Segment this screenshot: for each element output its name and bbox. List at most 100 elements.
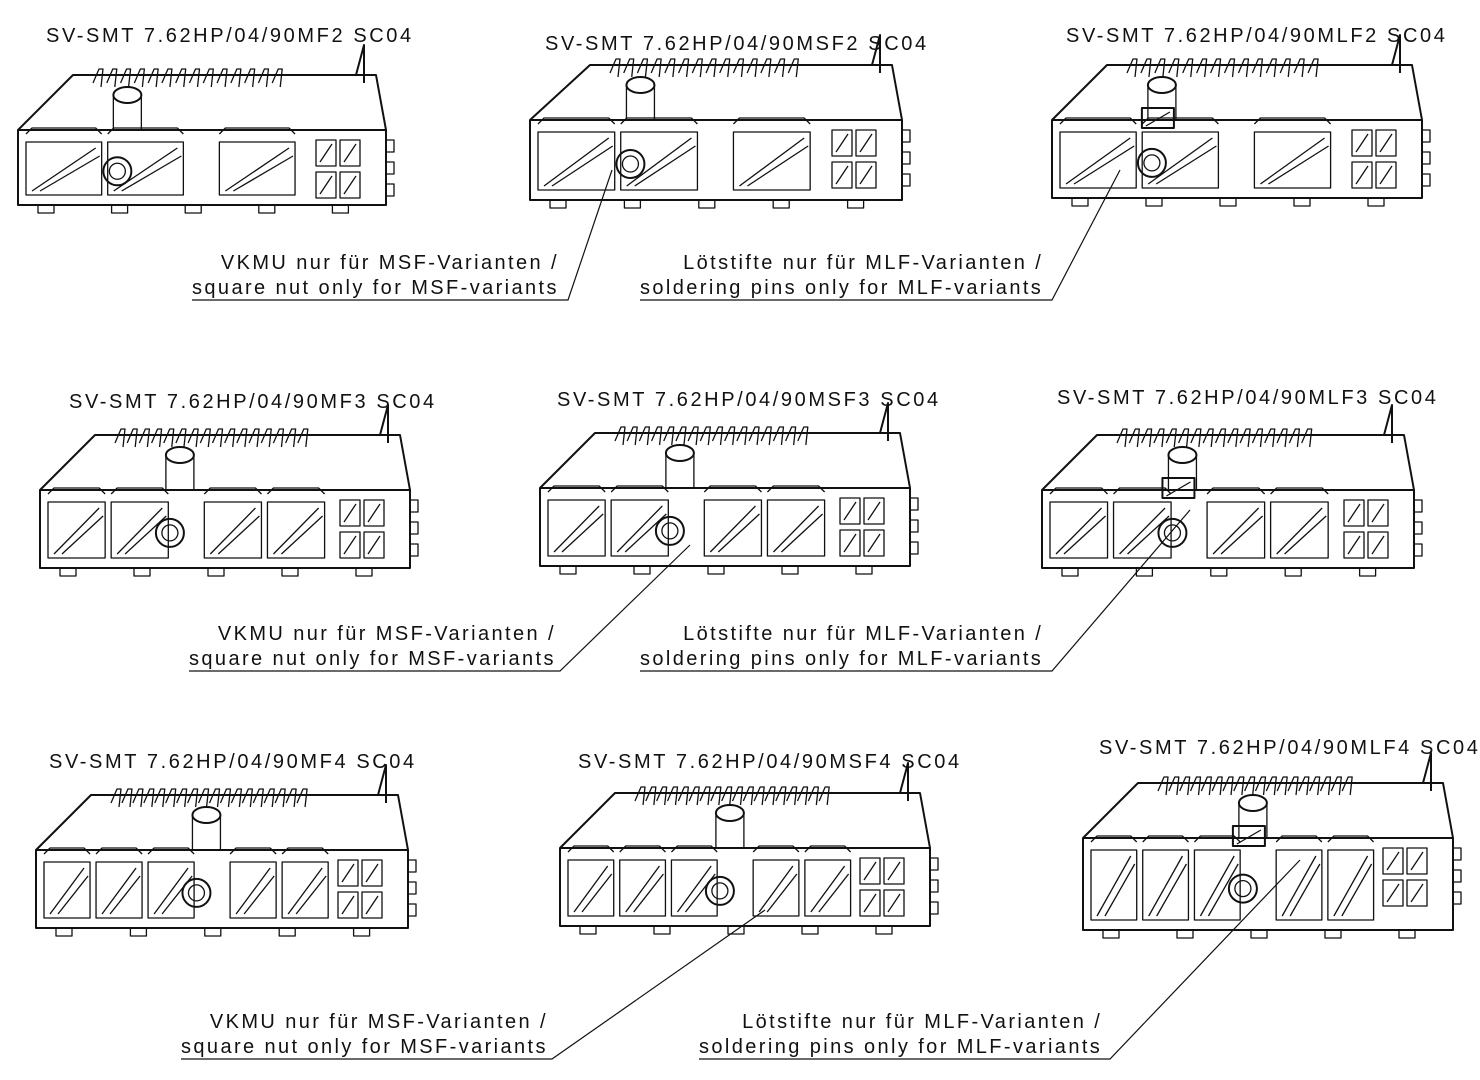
foot <box>727 926 745 935</box>
chamber-hatch <box>581 873 613 913</box>
callout-mlf-row3: Lötstifte nur für MLF-Varianten / solder… <box>699 1010 1102 1060</box>
chamber-hatch <box>1289 863 1321 917</box>
flange-post-side <box>715 813 745 848</box>
chamber-top-clamp <box>47 487 106 495</box>
clamp-fin <box>257 68 270 88</box>
clamp-fin <box>92 68 104 88</box>
chamber-hatch <box>1281 855 1317 917</box>
test-socket <box>839 497 861 525</box>
chamber-hatch <box>616 505 663 553</box>
chamber-top-clamp <box>1193 835 1241 843</box>
clamp-fin <box>711 426 724 446</box>
clamp-fin <box>797 426 809 446</box>
chamber-hatch <box>1220 515 1264 555</box>
pole-chamber <box>732 131 811 191</box>
chamber-top-clamp <box>218 127 296 135</box>
clamp-fin <box>1168 776 1180 796</box>
chamber-top-clamp <box>147 847 195 855</box>
foot <box>1176 930 1194 939</box>
test-socket-hatch <box>1410 851 1424 871</box>
chamber-hatch <box>109 875 141 915</box>
test-socket <box>361 859 383 887</box>
chamber-top-clamp <box>752 845 800 853</box>
chamber-top-clamp <box>804 845 852 853</box>
test-socket-hatch <box>1379 133 1393 153</box>
clamp-fin <box>677 786 689 806</box>
clamp-fin <box>687 426 699 446</box>
chamber-hatch <box>1148 855 1184 917</box>
chamber-hatch <box>1199 855 1235 917</box>
clamp-fin <box>176 788 188 808</box>
callout-leader-line <box>640 169 1121 301</box>
clamp-fin <box>638 426 651 446</box>
clamp-fin <box>785 426 797 446</box>
chamber-top-clamp <box>95 847 143 855</box>
chamber-hatch <box>209 507 256 555</box>
pole-chamber <box>619 859 667 917</box>
callout-msf-line2: square nut only for MSF-variants <box>192 277 559 299</box>
clamp-fin <box>1307 58 1319 78</box>
chamber-hatch <box>810 865 846 913</box>
callout-msf-line2: square nut only for MSF-variants <box>181 1036 548 1058</box>
foot <box>875 926 893 935</box>
chamber-hatch <box>543 137 610 187</box>
clamp-fin <box>1128 428 1140 448</box>
clamp-fin <box>1190 428 1202 448</box>
foot <box>559 566 577 575</box>
chamber-hatch <box>1212 507 1260 555</box>
test-socket-hatch <box>343 175 357 195</box>
side-notch <box>1414 521 1423 535</box>
chamber-top-clamp <box>1275 835 1323 843</box>
chamber-hatch <box>747 145 809 187</box>
chamber-hatch <box>287 867 323 915</box>
side-notch <box>1422 129 1431 143</box>
chamber-top-clamp <box>25 127 103 135</box>
clamp-fin <box>1126 58 1138 78</box>
clamp-fin <box>1301 428 1313 448</box>
clamp-fin <box>1330 776 1342 796</box>
side-notch <box>1422 151 1431 165</box>
chamber-hatch <box>217 515 260 555</box>
test-socket-hatch <box>367 503 381 523</box>
test-socket-hatch <box>319 143 333 163</box>
clamp-fin <box>1254 776 1267 796</box>
callout-leader-line <box>189 544 691 672</box>
body-top-face <box>35 794 409 851</box>
chamber-hatch <box>281 515 324 555</box>
chamber-top-clamp <box>1270 487 1329 495</box>
foot <box>1398 930 1416 939</box>
clamp-fin <box>202 68 214 88</box>
foot <box>278 928 296 937</box>
test-socket-hatch <box>319 175 333 195</box>
clamp-fin <box>132 788 144 808</box>
chamber-top-clamp <box>203 487 262 495</box>
chamber-hatch <box>1268 145 1329 185</box>
chamber-top-clamp <box>1059 117 1137 125</box>
clamp-fin <box>1264 428 1276 448</box>
chamber-top-clamp <box>547 485 606 493</box>
test-socket <box>863 529 885 557</box>
connector-mlf4 <box>1082 752 1462 939</box>
chamber-top-clamp <box>1090 835 1138 843</box>
callout-leader-line <box>699 859 1301 1060</box>
chamber-hatch <box>1156 863 1188 917</box>
chamber-hatch <box>739 137 805 187</box>
clamp-fin <box>1202 428 1214 448</box>
test-socket <box>363 531 385 559</box>
foot <box>133 568 151 577</box>
clamp-fin <box>732 58 745 78</box>
side-notch <box>408 859 417 873</box>
clamp-fin <box>1189 776 1202 796</box>
chamber-hatch <box>625 865 660 913</box>
side-notch <box>1414 543 1423 557</box>
flange-post-side <box>1238 803 1268 838</box>
callout-mlf-line1: Lötstifte nur für MLF-Varianten / <box>683 623 1044 645</box>
clamp-fin <box>208 788 221 808</box>
clamp-fin <box>163 428 175 448</box>
chamber-hatch <box>272 507 320 555</box>
variant-title-mf3: SV-SMT 7.62HP/04/90MF3 SC04 <box>69 391 437 413</box>
clamp-fin <box>775 786 787 806</box>
chamber-hatch <box>116 507 163 555</box>
foot <box>352 928 371 937</box>
screw-hole <box>1227 873 1258 904</box>
